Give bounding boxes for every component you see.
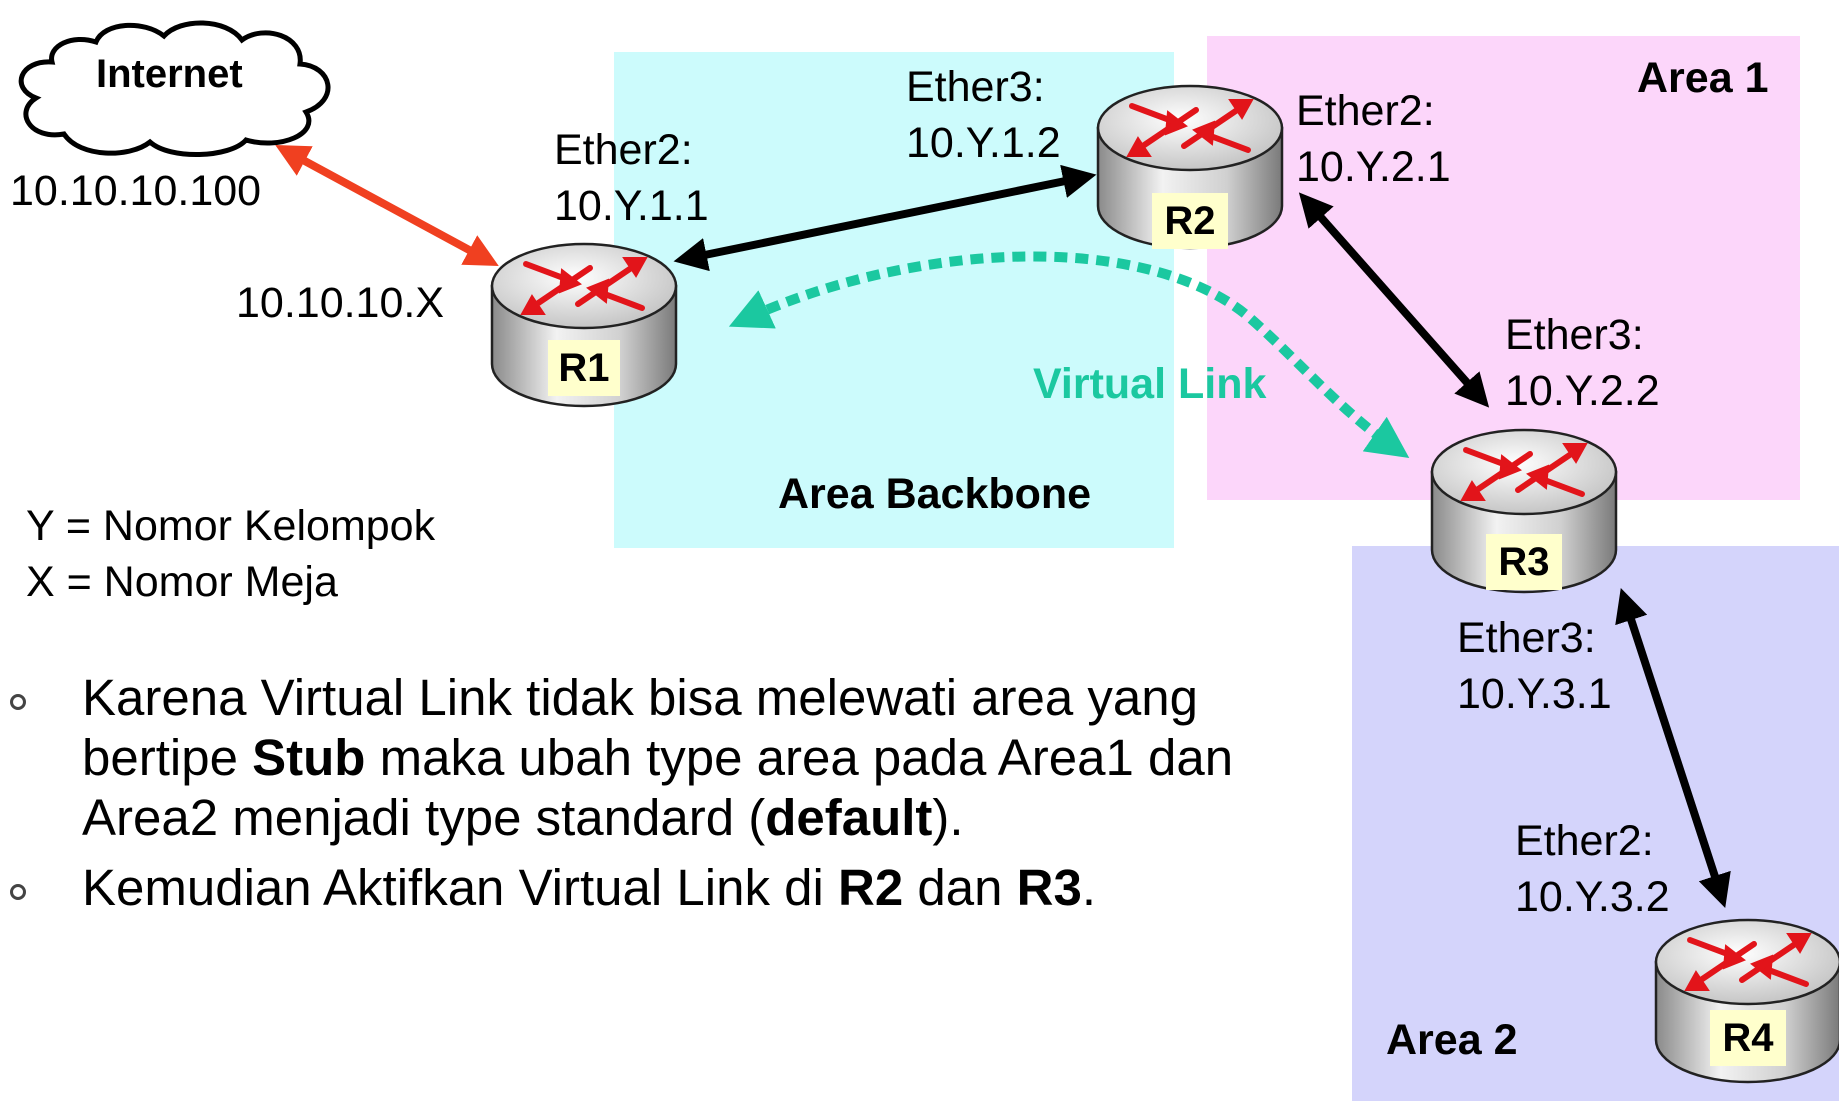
area2-label: Area 2 bbox=[1386, 1016, 1518, 1064]
r2-ether2-addr: 10.Y.2.1 bbox=[1296, 143, 1451, 191]
instruction-item: Kemudian Aktifkan Virtual Link di R2 dan… bbox=[0, 858, 1340, 918]
internet-cloud-icon bbox=[18, 20, 331, 158]
bullet-icon bbox=[10, 884, 26, 900]
r2-ether3-name: Ether3: bbox=[906, 63, 1045, 111]
area-backbone-label: Area Backbone bbox=[778, 470, 1092, 518]
virtual-link-label: Virtual Link bbox=[1033, 360, 1267, 408]
internet-r1-link bbox=[275, 145, 499, 266]
r1-uplink-ip-label: 10.10.10.X bbox=[236, 279, 445, 327]
legend-y: Y = Nomor Kelompok bbox=[26, 502, 436, 550]
router-r3-label: R3 bbox=[1486, 534, 1562, 590]
r3-r4-link bbox=[1615, 588, 1731, 908]
area1-label: Area 1 bbox=[1637, 54, 1769, 102]
r3-ether3-bottom-addr: 10.Y.3.1 bbox=[1457, 670, 1612, 718]
r3-ether3-top-addr: 10.Y.2.2 bbox=[1505, 367, 1660, 415]
r3-ether3-bottom-name: Ether3: bbox=[1457, 614, 1596, 662]
r4-ether2-addr: 10.Y.3.2 bbox=[1515, 873, 1670, 921]
instruction-item: Karena Virtual Link tidak bisa melewati … bbox=[0, 668, 1340, 848]
router-r1-label: R1 bbox=[548, 340, 620, 396]
r2-ether2-name: Ether2: bbox=[1296, 87, 1435, 135]
virtual-link-arc bbox=[728, 251, 1410, 458]
legend-x: X = Nomor Meja bbox=[26, 558, 338, 606]
r3-ether3-top-name: Ether3: bbox=[1505, 311, 1644, 359]
bullet-icon bbox=[10, 694, 26, 710]
router-r4-label: R4 bbox=[1710, 1010, 1786, 1066]
r4-ether2-name: Ether2: bbox=[1515, 817, 1654, 865]
instruction-list: Karena Virtual Link tidak bisa melewati … bbox=[0, 668, 1340, 928]
router-r2-label: R2 bbox=[1152, 193, 1228, 249]
r1-ether2-addr: 10.Y.1.1 bbox=[554, 182, 709, 230]
internet-label: Internet bbox=[96, 52, 243, 96]
r2-ether3-addr: 10.Y.1.2 bbox=[906, 119, 1061, 167]
r1-ether2-name: Ether2: bbox=[554, 126, 693, 174]
internet-ip-label: 10.10.10.100 bbox=[10, 167, 262, 215]
r1-r2-link bbox=[673, 164, 1097, 272]
r2-r3-link bbox=[1298, 192, 1490, 408]
